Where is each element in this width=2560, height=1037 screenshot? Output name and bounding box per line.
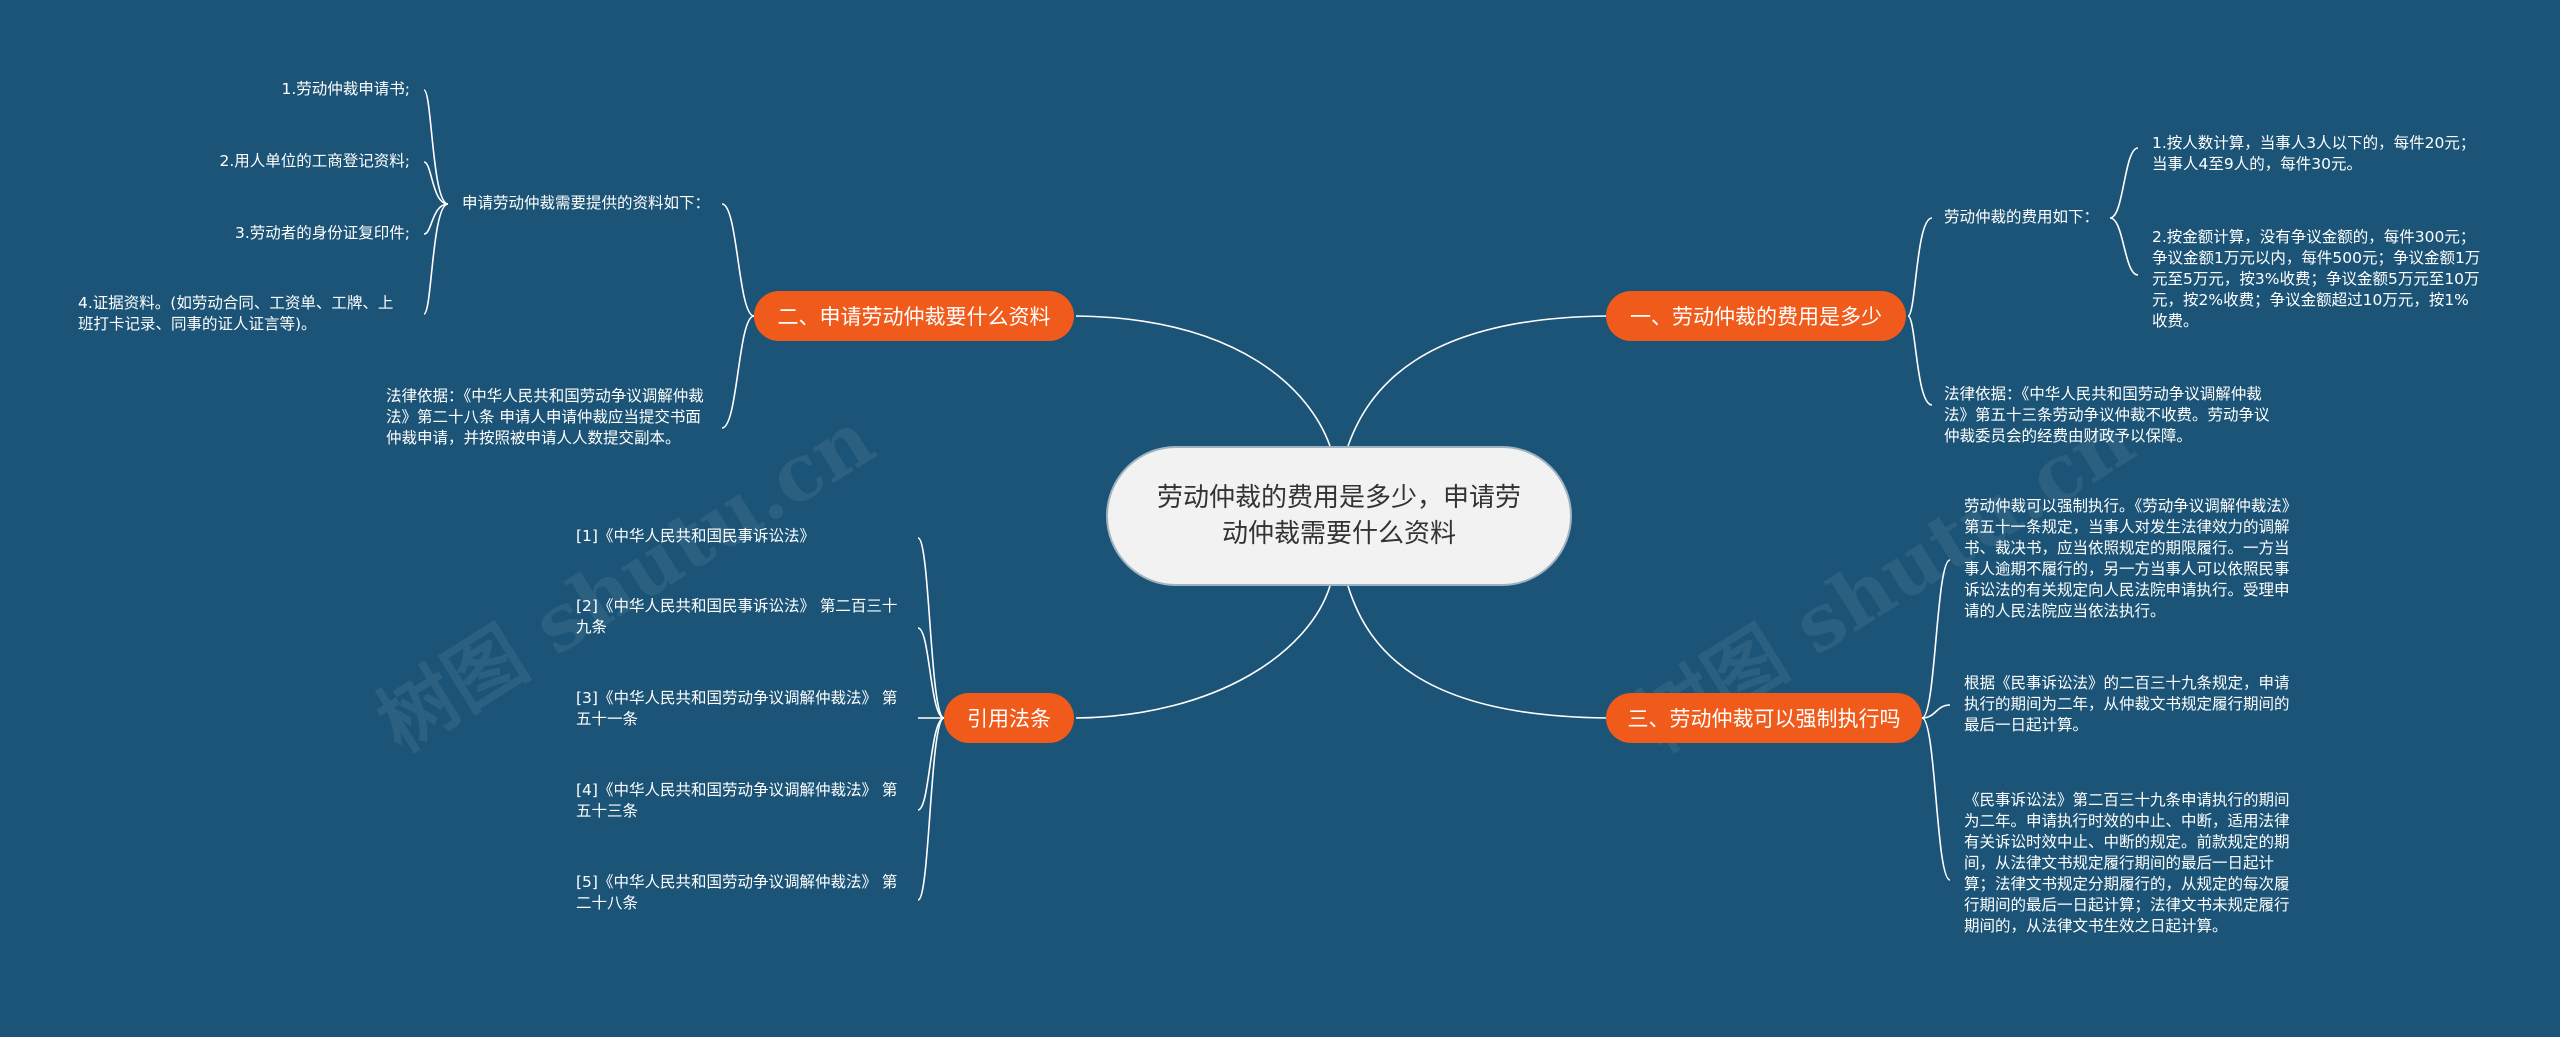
citation-2: [2]《中华人民共和国民事诉讼法》 第二百三十九条: [576, 597, 898, 636]
material-item-3: 3.劳动者的身份证复印件;: [234, 224, 410, 242]
fee-item-amount: 2.按金额计算，没有争议金额的，每件300元；争议金额1万元以内，每件500元；…: [2152, 228, 2481, 330]
citation-5: [5]《中华人民共和国劳动争议调解仲裁法》 第二十八条: [576, 873, 898, 912]
materials-legal-basis: 法律依据：《中华人民共和国劳动争议调解仲裁法》第二十八条 申请人申请仲裁应当提交…: [386, 387, 704, 447]
root-node[interactable]: 劳动仲裁的费用是多少，申请劳动仲裁需要什么资料: [1106, 446, 1572, 586]
branch-materials-label: 二、申请劳动仲裁要什么资料: [777, 305, 1051, 329]
branch-fee-node[interactable]: 一、劳动仲裁的费用是多少: [1606, 291, 1906, 341]
material-item-1: 1.劳动仲裁申请书;: [281, 80, 410, 98]
branch-enforcement-label: 三、劳动仲裁可以强制执行吗: [1627, 707, 1901, 731]
branch-fee-label: 一、劳动仲裁的费用是多少: [1630, 305, 1882, 329]
citation-3: [3]《中华人民共和国劳动争议调解仲裁法》 第五十一条: [576, 689, 898, 728]
materials-title: 申请劳动仲裁需要提供的资料如下：: [461, 194, 710, 212]
branch-citations-node[interactable]: 引用法条: [944, 693, 1074, 743]
branch-citations-label: 引用法条: [967, 707, 1051, 731]
citation-4: [4]《中华人民共和国劳动争议调解仲裁法》 第五十三条: [576, 781, 898, 820]
enforcement-para-1: 劳动仲裁可以强制执行。《劳动争议调解仲裁法》第五十一条规定，当事人对发生法律效力…: [1964, 497, 2290, 620]
material-item-4: 4.证据资料。(如劳动合同、工资单、工牌、上班打卡记录、同事的证人证言等)。: [78, 294, 394, 333]
fee-legal-basis: 法律依据：《中华人民共和国劳动争议调解仲裁法》第五十三条劳动争议仲裁不收费。劳动…: [1944, 385, 2270, 445]
branch-enforcement-node[interactable]: 三、劳动仲裁可以强制执行吗: [1606, 693, 1922, 743]
fee-item-count: 1.按人数计算，当事人3人以下的，每件20元；当事人4至9人的，每件30元。: [2152, 134, 2476, 173]
material-item-2: 2.用人单位的工商登记资料;: [219, 152, 410, 170]
citation-1: [1]《中华人民共和国民事诉讼法》: [576, 527, 815, 545]
fee-title: 劳动仲裁的费用如下：: [1944, 208, 2100, 226]
root-title: 劳动仲裁的费用是多少，申请劳动仲裁需要什么资料: [1156, 483, 1521, 549]
branch-materials-node[interactable]: 二、申请劳动仲裁要什么资料: [754, 291, 1074, 341]
enforcement-para-2: 根据《民事诉讼法》的二百三十九条规定，申请执行的期间为二年，从仲裁文书规定履行期…: [1964, 674, 2290, 734]
enforcement-para-3: 《民事诉讼法》第二百三十九条申请执行的期间为二年。申请执行时效的中止、中断，适用…: [1964, 791, 2290, 935]
